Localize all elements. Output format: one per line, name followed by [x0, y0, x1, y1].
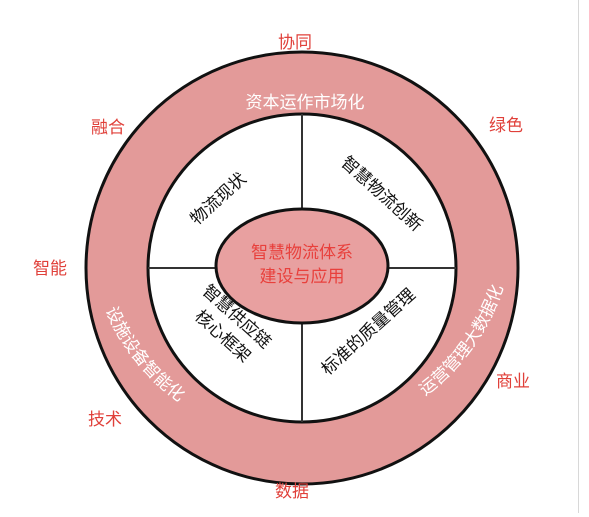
right-edge-divider	[578, 0, 579, 513]
outer-label-left: 智能	[33, 259, 67, 279]
core-ellipse	[214, 207, 390, 325]
core-label-line1: 智慧物流体系	[251, 243, 353, 263]
outer-label-upper-left: 融合	[91, 118, 125, 138]
core-label-line2: 建设与应用	[260, 267, 345, 287]
ring-label-top: 资本运作市场化	[246, 93, 365, 113]
outer-label-top: 协同	[278, 33, 312, 53]
outer-label-upper-right: 绿色	[489, 116, 523, 136]
outer-label-bottom: 数据	[275, 482, 309, 502]
outer-label-lower-left: 技术	[88, 410, 122, 430]
outer-label-lower-right: 商业	[496, 372, 530, 392]
